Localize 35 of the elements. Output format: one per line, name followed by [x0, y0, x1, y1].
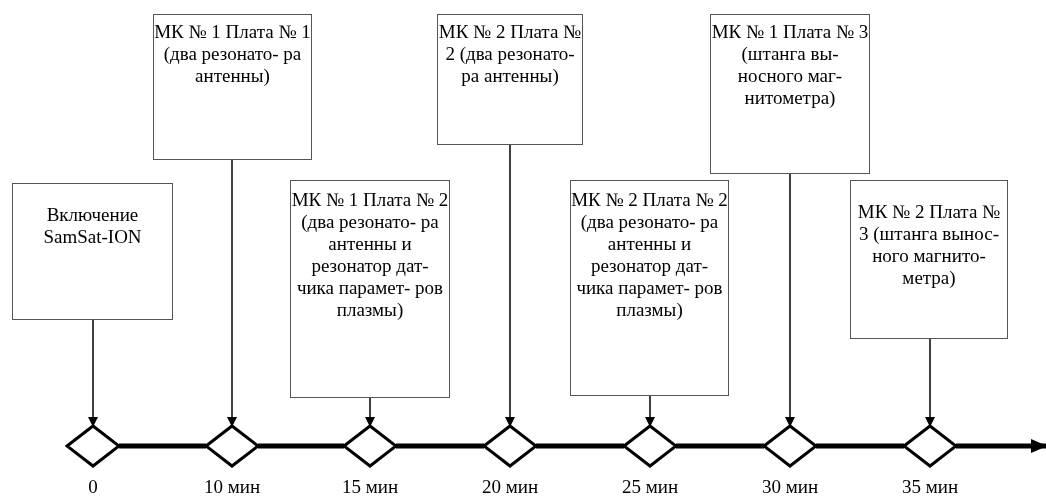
event-box: МК № 1 Плата № 2 (два резонато- ра антенны и резонатор дат- чика парамет- ров плазмы)	[290, 180, 450, 398]
milestone-diamond	[204, 424, 260, 468]
time-label: 20 мин	[480, 476, 540, 498]
event-box: МК № 2 Плата № 2 (два резонато- ра антенны)	[437, 14, 583, 145]
time-label: 15 мин	[340, 476, 400, 498]
timeline-axis	[676, 443, 764, 449]
arrow	[365, 397, 375, 427]
time-label: 25 мин	[620, 476, 680, 498]
milestone-diamond	[482, 424, 538, 468]
timeline-axis	[816, 443, 904, 449]
arrow	[88, 319, 98, 427]
milestone-diamond	[902, 424, 958, 468]
arrow	[785, 173, 795, 427]
arrow	[505, 144, 515, 427]
time-label: 10 мин	[202, 476, 262, 498]
time-label: 30 мин	[760, 476, 820, 498]
event-box: МК № 2 Плата № 2 (два резонато- ра антенны и резонатор дат- чика парамет- ров плазмы)	[570, 180, 729, 396]
timeline-axis	[396, 443, 484, 449]
timeline-axis	[956, 439, 1046, 453]
event-box: МК № 1 Плата № 3 (штанга вы- носного маг- нитометра)	[710, 14, 870, 174]
time-label: 35 мин	[900, 476, 960, 498]
time-label: 0	[87, 476, 99, 498]
arrow	[227, 159, 237, 427]
milestone-diamond	[622, 424, 678, 468]
event-box: Включение SamSat-ION	[12, 183, 173, 320]
milestone-diamond	[342, 424, 398, 468]
arrow	[645, 395, 655, 427]
event-box: МК № 2 Плата № 3 (штанга вынос- ного магнито- метра)	[850, 180, 1008, 339]
milestone-diamond	[65, 424, 121, 468]
timeline-axis	[536, 443, 624, 449]
timeline-axis	[119, 443, 206, 449]
timeline-axis	[258, 443, 344, 449]
event-box: МК № 1 Плата № 1 (два резонато- ра антенны)	[153, 14, 312, 160]
arrow	[925, 338, 935, 427]
milestone-diamond	[762, 424, 818, 468]
